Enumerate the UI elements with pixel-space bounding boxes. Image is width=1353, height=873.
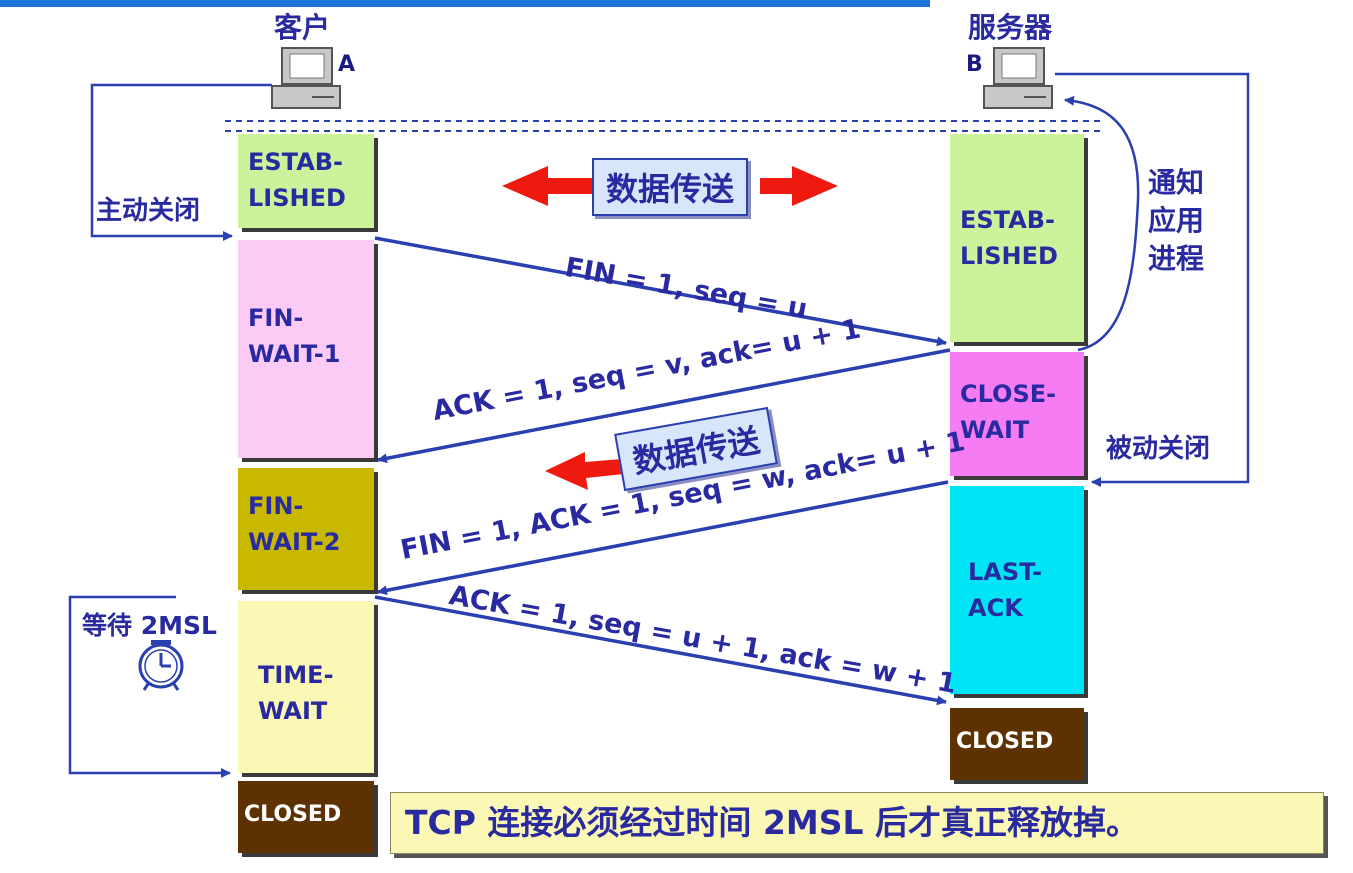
server-state-established: ESTAB- LISHED xyxy=(950,134,1084,342)
server-computer-icon xyxy=(983,47,1053,109)
active-close-arrow xyxy=(90,83,272,241)
top-accent-bar xyxy=(0,0,930,7)
client-state-fin-wait-2: FIN- WAIT-2 xyxy=(238,468,374,590)
client-state-established: ESTAB- LISHED xyxy=(238,134,374,228)
wait-2msl-arrow xyxy=(68,595,231,778)
passive-close-arrow xyxy=(1055,72,1250,487)
client-letter: A xyxy=(338,52,356,77)
notify-app-arrow xyxy=(1064,95,1140,352)
fin1-arrow xyxy=(374,236,947,347)
server-state-closed: CLOSED xyxy=(950,708,1084,780)
client-state-closed: CLOSED xyxy=(238,781,374,853)
ack1-arrow xyxy=(377,348,951,464)
wait-2msl-label: 等待 2MSL xyxy=(82,611,217,640)
notify-app-label: 通知 应用 进程 xyxy=(1148,166,1205,275)
summary-note: TCP 连接必须经过时间 2MSL 后才真正释放掉。 xyxy=(390,792,1324,854)
client-state-time-wait: TIME- WAIT xyxy=(238,601,374,773)
client-state-fin-wait-1: FIN- WAIT-1 xyxy=(238,240,374,458)
client-title: 客户 xyxy=(274,11,331,44)
server-letter: B xyxy=(966,52,983,77)
ack2-arrow xyxy=(374,595,947,706)
data-transfer-box-top: 数据传送 xyxy=(592,158,749,216)
fin2-arrow xyxy=(377,480,949,596)
data-transfer-left-arrow xyxy=(545,452,624,490)
server-title: 服务器 xyxy=(968,11,1053,44)
clock-icon xyxy=(138,640,184,691)
passive-close-label: 被动关闭 xyxy=(1106,434,1211,464)
data-transfer-double-arrow xyxy=(502,166,838,206)
active-close-label: 主动关闭 xyxy=(96,196,201,226)
client-computer-icon xyxy=(271,47,341,109)
server-state-close-wait: CLOSE- WAIT xyxy=(950,352,1084,476)
server-state-last-ack: LAST- ACK xyxy=(950,486,1084,694)
